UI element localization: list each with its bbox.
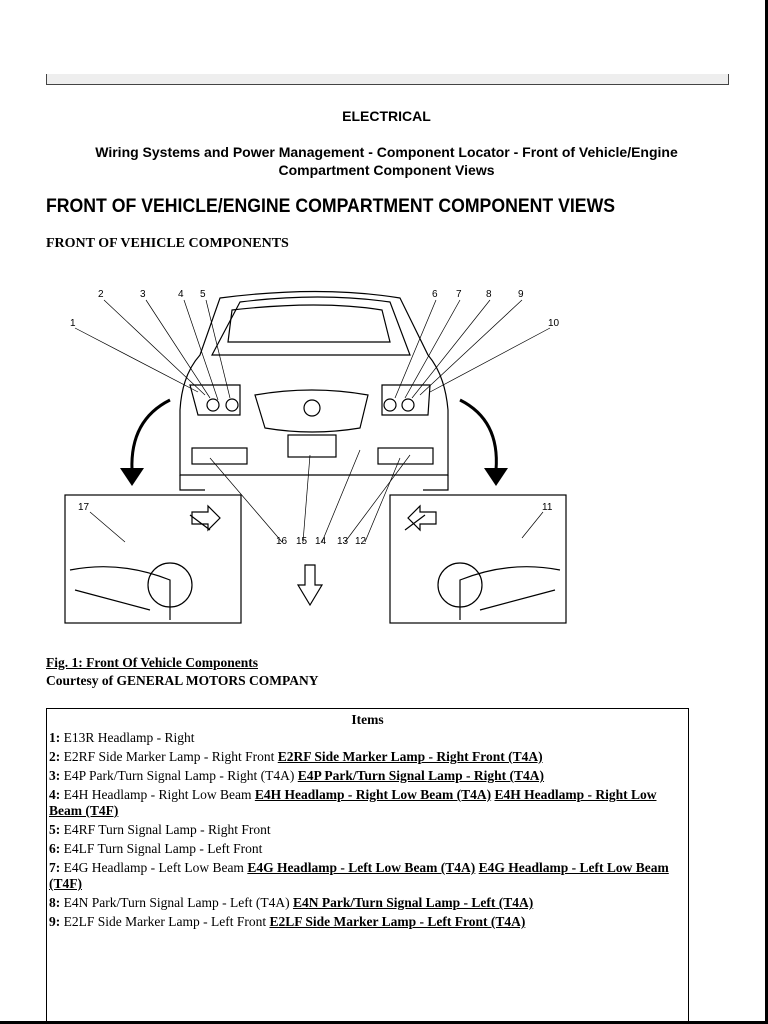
item-row: 1: E13R Headlamp - Right [47, 730, 688, 746]
item-description: E4P Park/Turn Signal Lamp - Right (T4A) [60, 768, 298, 783]
figure-caption: Fig. 1: Front Of Vehicle Components [46, 655, 258, 670]
callout-label-17: 17 [78, 502, 90, 513]
item-number: 3: [49, 768, 61, 783]
callout-label-3: 3 [140, 289, 146, 300]
item-row: 4: E4H Headlamp - Right Low Beam E4H Hea… [47, 787, 688, 819]
item-number: 7: [49, 860, 61, 875]
section-title: ELECTRICAL [342, 108, 431, 124]
page-title: FRONT OF VEHICLE/ENGINE COMPARTMENT COMP… [46, 196, 616, 217]
item-description: E4H Headlamp - Right Low Beam [60, 787, 255, 802]
item-number: 1: [49, 730, 61, 745]
item-link[interactable]: E4H Headlamp - Right Low Beam (T4F) [49, 787, 657, 818]
callout-label-7: 7 [456, 289, 462, 300]
item-number: 5: [49, 822, 61, 837]
callout-label-5: 5 [200, 289, 206, 300]
callout-label-12: 12 [355, 536, 367, 547]
item-number: 4: [49, 787, 61, 802]
item-row: 8: E4N Park/Turn Signal Lamp - Left (T4A… [47, 895, 688, 911]
callout-label-8: 8 [486, 289, 492, 300]
item-description: E2RF Side Marker Lamp - Right Front [60, 749, 278, 764]
callout-label-2: 2 [98, 289, 104, 300]
callout-label-16: 16 [276, 536, 288, 547]
item-row: 6: E4LF Turn Signal Lamp - Left Front [47, 841, 688, 857]
callout-label-6: 6 [432, 289, 438, 300]
item-link[interactable]: E2LF Side Marker Lamp - Left Front (T4A) [269, 914, 526, 929]
item-row: 2: E2RF Side Marker Lamp - Right Front E… [47, 749, 688, 765]
items-table: Items 1: E13R Headlamp - Right 2: E2RF S… [46, 708, 689, 1021]
item-link[interactable]: E4G Headlamp - Left Low Beam (T4F) [49, 860, 669, 891]
callout-label-13: 13 [337, 536, 349, 547]
item-description: E13R Headlamp - Right [60, 730, 195, 745]
item-description: E4N Park/Turn Signal Lamp - Left (T4A) [60, 895, 293, 910]
item-link[interactable]: E4G Headlamp - Left Low Beam (T4A) [247, 860, 476, 875]
item-row: 7: E4G Headlamp - Left Low Beam E4G Head… [47, 860, 688, 892]
callout-label-11: 11 [542, 502, 553, 513]
item-number: 6: [49, 841, 61, 856]
callout-label-10: 10 [548, 318, 560, 329]
item-description: E4RF Turn Signal Lamp - Right Front [60, 822, 271, 837]
callout-label-14: 14 [315, 536, 327, 547]
figure-courtesy: Courtesy of GENERAL MOTORS COMPANY [46, 673, 319, 688]
item-description: E4G Headlamp - Left Low Beam [60, 860, 248, 875]
page-top-rule [46, 74, 729, 85]
breadcrumb-subtitle: Wiring Systems and Power Management - Co… [95, 144, 678, 178]
item-link[interactable]: E4N Park/Turn Signal Lamp - Left (T4A) [292, 895, 534, 910]
items-list: 1: E13R Headlamp - Right 2: E2RF Side Ma… [47, 730, 688, 930]
callout-label-1: 1 [70, 318, 76, 329]
callout-label-4: 4 [178, 289, 184, 300]
item-number: 9: [49, 914, 61, 929]
callout-label-9: 9 [518, 289, 524, 300]
item-description: E2LF Side Marker Lamp - Left Front [60, 914, 270, 929]
item-description: E4LF Turn Signal Lamp - Left Front [60, 841, 263, 856]
item-link[interactable]: E4P Park/Turn Signal Lamp - Right (T4A) [297, 768, 545, 783]
item-row: 3: E4P Park/Turn Signal Lamp - Right (T4… [47, 768, 688, 784]
item-row: 5: E4RF Turn Signal Lamp - Right Front [47, 822, 688, 838]
subheading: FRONT OF VEHICLE COMPONENTS [46, 236, 289, 251]
item-number: 8: [49, 895, 61, 910]
item-link[interactable]: E4H Headlamp - Right Low Beam (T4A) [254, 787, 492, 802]
callout-label-15: 15 [296, 536, 308, 547]
item-link[interactable]: E2RF Side Marker Lamp - Right Front (T4A… [277, 749, 543, 764]
item-row: 9: E2LF Side Marker Lamp - Left Front E2… [47, 914, 688, 930]
item-number: 2: [49, 749, 61, 764]
items-header: Items [351, 712, 384, 727]
